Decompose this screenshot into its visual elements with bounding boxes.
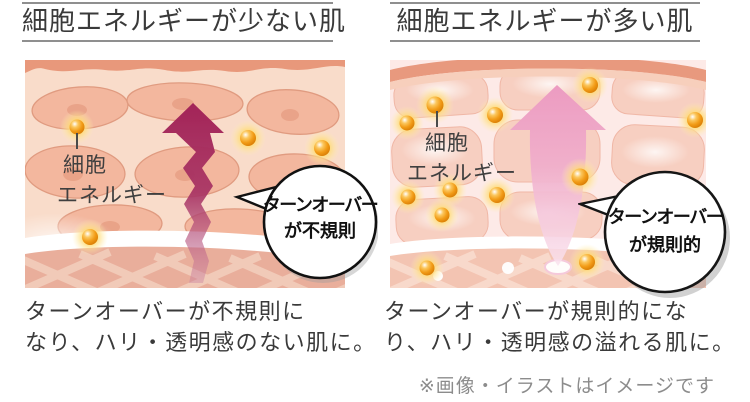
cell-energy-orb-icon — [572, 67, 608, 103]
speech-bubble-irregular — [233, 164, 378, 283]
cell-energy-orb-icon — [477, 97, 513, 133]
cell-energy-orb-icon — [391, 180, 425, 214]
caption-line1: ターンオーバーが規則的にな — [384, 300, 689, 325]
cell-energy-orb-icon — [677, 102, 706, 138]
cell-energy-orb-icon — [60, 110, 94, 144]
cell-energy-orb-icon — [569, 244, 605, 280]
cell-energy-orb-icon — [410, 251, 444, 285]
cell-energy-label-right: 細胞 エネルギー — [407, 128, 517, 188]
turnover-arrow-regular-icon — [510, 85, 606, 266]
caption-low-energy: ターンオーバーが不規則に なり、ハリ・透明感のない肌に。 — [25, 297, 377, 359]
skin-illustration-regular — [390, 60, 706, 288]
bubble-line2: が規則的 — [629, 235, 701, 256]
panel-title-high-energy: 細胞エネルギーが多い肌 — [390, 2, 700, 42]
bubble-line1: ターンオーバー — [262, 195, 379, 216]
cell-energy-label-line2: エネルギー — [57, 183, 167, 207]
cell-energy-label-line1: 細胞 — [63, 153, 107, 177]
cell-energy-orb-icon — [425, 198, 459, 232]
cell-energy-orb-icon — [230, 120, 266, 156]
speech-bubble-regular — [578, 170, 730, 298]
disclaimer-footnote: ※画像・イラストはイメージです — [418, 375, 715, 397]
cell-energy-orbs — [60, 110, 340, 255]
cell-energy-orbs — [390, 67, 706, 285]
skin-illustration-irregular — [25, 60, 345, 288]
caption-line1: ターンオーバーが不規則に — [25, 300, 306, 325]
cell-energy-label-line1: 細胞 — [425, 131, 469, 155]
bubble-line1: ターンオーバー — [607, 207, 724, 228]
label-pointer-line — [436, 111, 438, 127]
skin-surface — [25, 60, 345, 73]
label-pointer-line — [76, 133, 78, 149]
panel-title-low-energy: 細胞エネルギーが少ない肌 — [22, 2, 345, 42]
skin-surface-inner — [390, 68, 706, 90]
cell-energy-orb-icon — [416, 86, 454, 124]
cell-energy-orb-icon — [561, 158, 599, 196]
cell-energy-label-left: 細胞 エネルギー — [57, 150, 167, 210]
caption-line2: り、ハリ・透明感の溢れる肌に。 — [384, 331, 736, 356]
bubble-text-irregular: ターンオーバー が不規則 — [255, 193, 385, 245]
skin-surface — [390, 60, 706, 82]
bubble-line2: が不規則 — [284, 221, 356, 242]
turnover-arrow-irregular-icon — [162, 103, 224, 283]
bubble-text-regular: ターンオーバー が規則的 — [600, 204, 730, 260]
cell-energy-orb-icon — [72, 219, 108, 255]
cell-energy-orb-icon — [479, 177, 515, 213]
caption-high-energy: ターンオーバーが規則的にな り、ハリ・透明感の溢れる肌に。 — [384, 297, 736, 359]
cell-energy-orb-icon — [390, 106, 424, 140]
caption-line2: なり、ハリ・透明感のない肌に。 — [25, 331, 377, 356]
cell-energy-orb-icon — [304, 130, 340, 166]
cell-energy-label-line2: エネルギー — [407, 161, 517, 185]
